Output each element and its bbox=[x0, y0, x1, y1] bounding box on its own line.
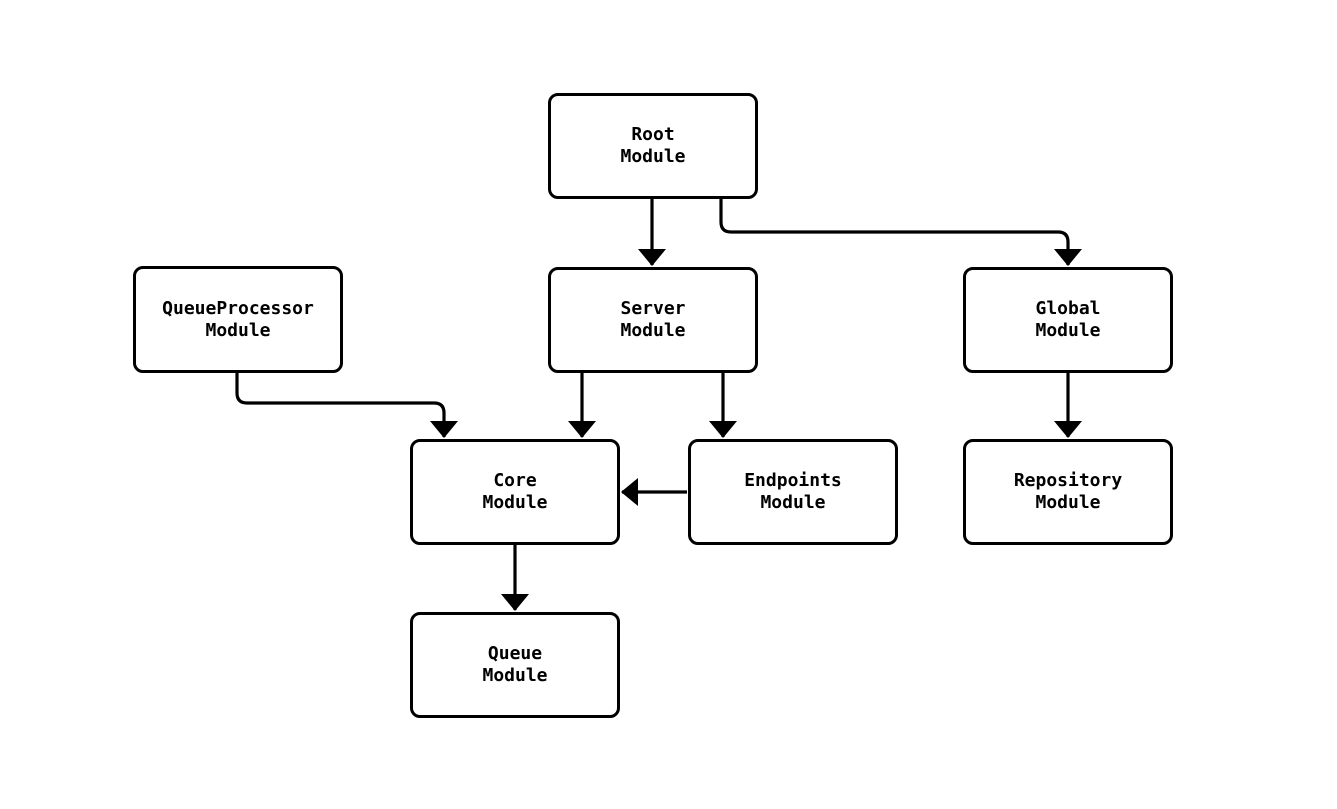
node-label-line: Endpoints bbox=[744, 470, 842, 491]
node-label-line: Module bbox=[620, 320, 686, 341]
node-label-line: Module bbox=[760, 492, 826, 513]
node-label-line: QueueProcessor bbox=[162, 297, 314, 319]
node-label-line: Root bbox=[631, 124, 675, 145]
edge-queueprocessor-to-core bbox=[235, 373, 458, 438]
node-label-line: Module bbox=[205, 319, 271, 341]
node-label-line: Module bbox=[1035, 492, 1101, 513]
node-label-line: Core bbox=[493, 470, 537, 491]
node-label-line: Global bbox=[1035, 298, 1101, 319]
node-label-line: Module bbox=[1035, 320, 1101, 341]
node-label-line: Module bbox=[482, 492, 548, 513]
node-label-line: Repository bbox=[1013, 470, 1123, 491]
node-label-line: Module bbox=[620, 146, 686, 167]
node-label-line: Server bbox=[620, 298, 686, 319]
node-label-line: Queue bbox=[487, 643, 543, 664]
node-label-line: Module bbox=[482, 665, 548, 686]
edge-root-to-global bbox=[719, 199, 1082, 266]
